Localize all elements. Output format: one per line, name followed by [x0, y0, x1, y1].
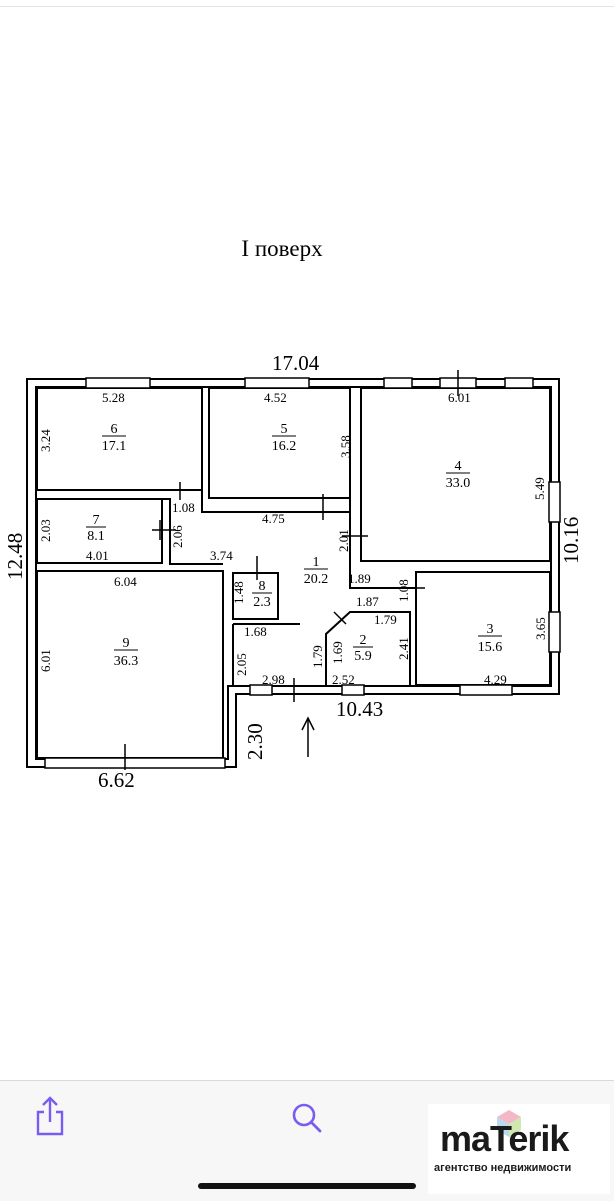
floor-title: I поверх — [241, 236, 323, 261]
room-6-number: 6 — [111, 422, 118, 437]
dim-height-right: 10.16 — [559, 517, 583, 564]
room-1-area: 20.2 — [304, 572, 329, 587]
room-9-number: 9 — [123, 636, 130, 651]
dim-r3-width: 4.29 — [484, 672, 507, 687]
dim-width-top: 17.04 — [272, 351, 320, 375]
dim-2-05: 2.05 — [234, 653, 249, 676]
room-8-area: 2.3 — [253, 595, 271, 610]
room-2-number: 2 — [360, 633, 367, 648]
dim-1-08-b: 1.08 — [396, 579, 411, 602]
home-indicator — [198, 1183, 416, 1189]
entrance-arrow-icon — [301, 716, 315, 757]
logo-wordmark: maTerik — [440, 1118, 569, 1159]
dim-2-52: 2.52 — [332, 672, 355, 687]
dim-r8-height: 1.48 — [231, 581, 246, 604]
dim-2-41: 2.41 — [396, 637, 411, 660]
top-divider — [0, 6, 614, 7]
dim-r7-height: 2.03 — [38, 519, 53, 542]
agency-logo: maTerik агентство недвижимости — [428, 1104, 610, 1194]
room-5-number: 5 — [281, 422, 288, 437]
room-7-number: 7 — [93, 513, 100, 528]
dim-r5-width: 4.52 — [264, 390, 287, 405]
dim-1-08-a: 1.08 — [172, 500, 195, 515]
dim-height-left: 12.48 — [3, 533, 27, 580]
dim-r6-width: 5.28 — [102, 390, 125, 405]
room-5-area: 16.2 — [272, 439, 297, 454]
dim-r9-width: 6.04 — [114, 574, 137, 589]
search-button[interactable] — [287, 1098, 327, 1138]
dim-1-69: 1.69 — [330, 641, 345, 664]
dim-1-79-a: 1.79 — [374, 612, 397, 627]
dim-r9-height: 6.01 — [38, 649, 53, 672]
dim-1-79-b: 1.79 — [310, 645, 325, 668]
dim-r4-width: 6.01 — [448, 390, 471, 405]
dim-r4-height: 5.49 — [532, 477, 547, 500]
room-8-number: 8 — [259, 579, 266, 594]
dim-4-75: 4.75 — [262, 511, 285, 526]
door-marks — [124, 370, 459, 770]
search-icon — [292, 1103, 322, 1133]
room-4-number: 4 — [455, 459, 462, 474]
room-3-area: 15.6 — [478, 640, 503, 655]
dim-r6-height: 3.24 — [38, 429, 53, 452]
floor-plan: 17.04 12.48 10.16 10.43 2.30 6.62 1 20.2… — [3, 351, 583, 792]
dim-3-74: 3.74 — [210, 548, 233, 563]
windows — [44, 377, 561, 769]
dim-r5-height: 3.58 — [338, 435, 353, 458]
logo-subtitle: агентство недвижимости — [434, 1162, 572, 1174]
dim-1-68: 1.68 — [244, 624, 267, 639]
dim-step: 2.30 — [243, 723, 267, 760]
dim-1-87: 1.87 — [356, 594, 379, 609]
room-2-area: 5.9 — [354, 649, 372, 664]
room-1-number: 1 — [313, 555, 320, 570]
dim-r7-height-2: 2.06 — [170, 525, 185, 548]
share-button[interactable] — [30, 1094, 70, 1138]
room-7-area: 8.1 — [87, 529, 105, 544]
room-3-number: 3 — [487, 622, 494, 637]
share-icon — [36, 1096, 64, 1136]
dim-width-lower: 10.43 — [336, 697, 383, 721]
dim-r3-height: 3.65 — [533, 617, 548, 640]
dim-2-98: 2.98 — [262, 672, 285, 687]
dim-1-89: 1.89 — [348, 571, 371, 586]
dim-width-bottom: 6.62 — [98, 768, 135, 792]
room-6-area: 17.1 — [102, 439, 127, 454]
dim-2-01: 2.01 — [336, 529, 351, 552]
cube-logo-icon — [497, 1110, 521, 1137]
dim-r7-width: 4.01 — [86, 548, 109, 563]
room-4-area: 33.0 — [446, 476, 471, 491]
room-9-area: 36.3 — [114, 654, 139, 669]
